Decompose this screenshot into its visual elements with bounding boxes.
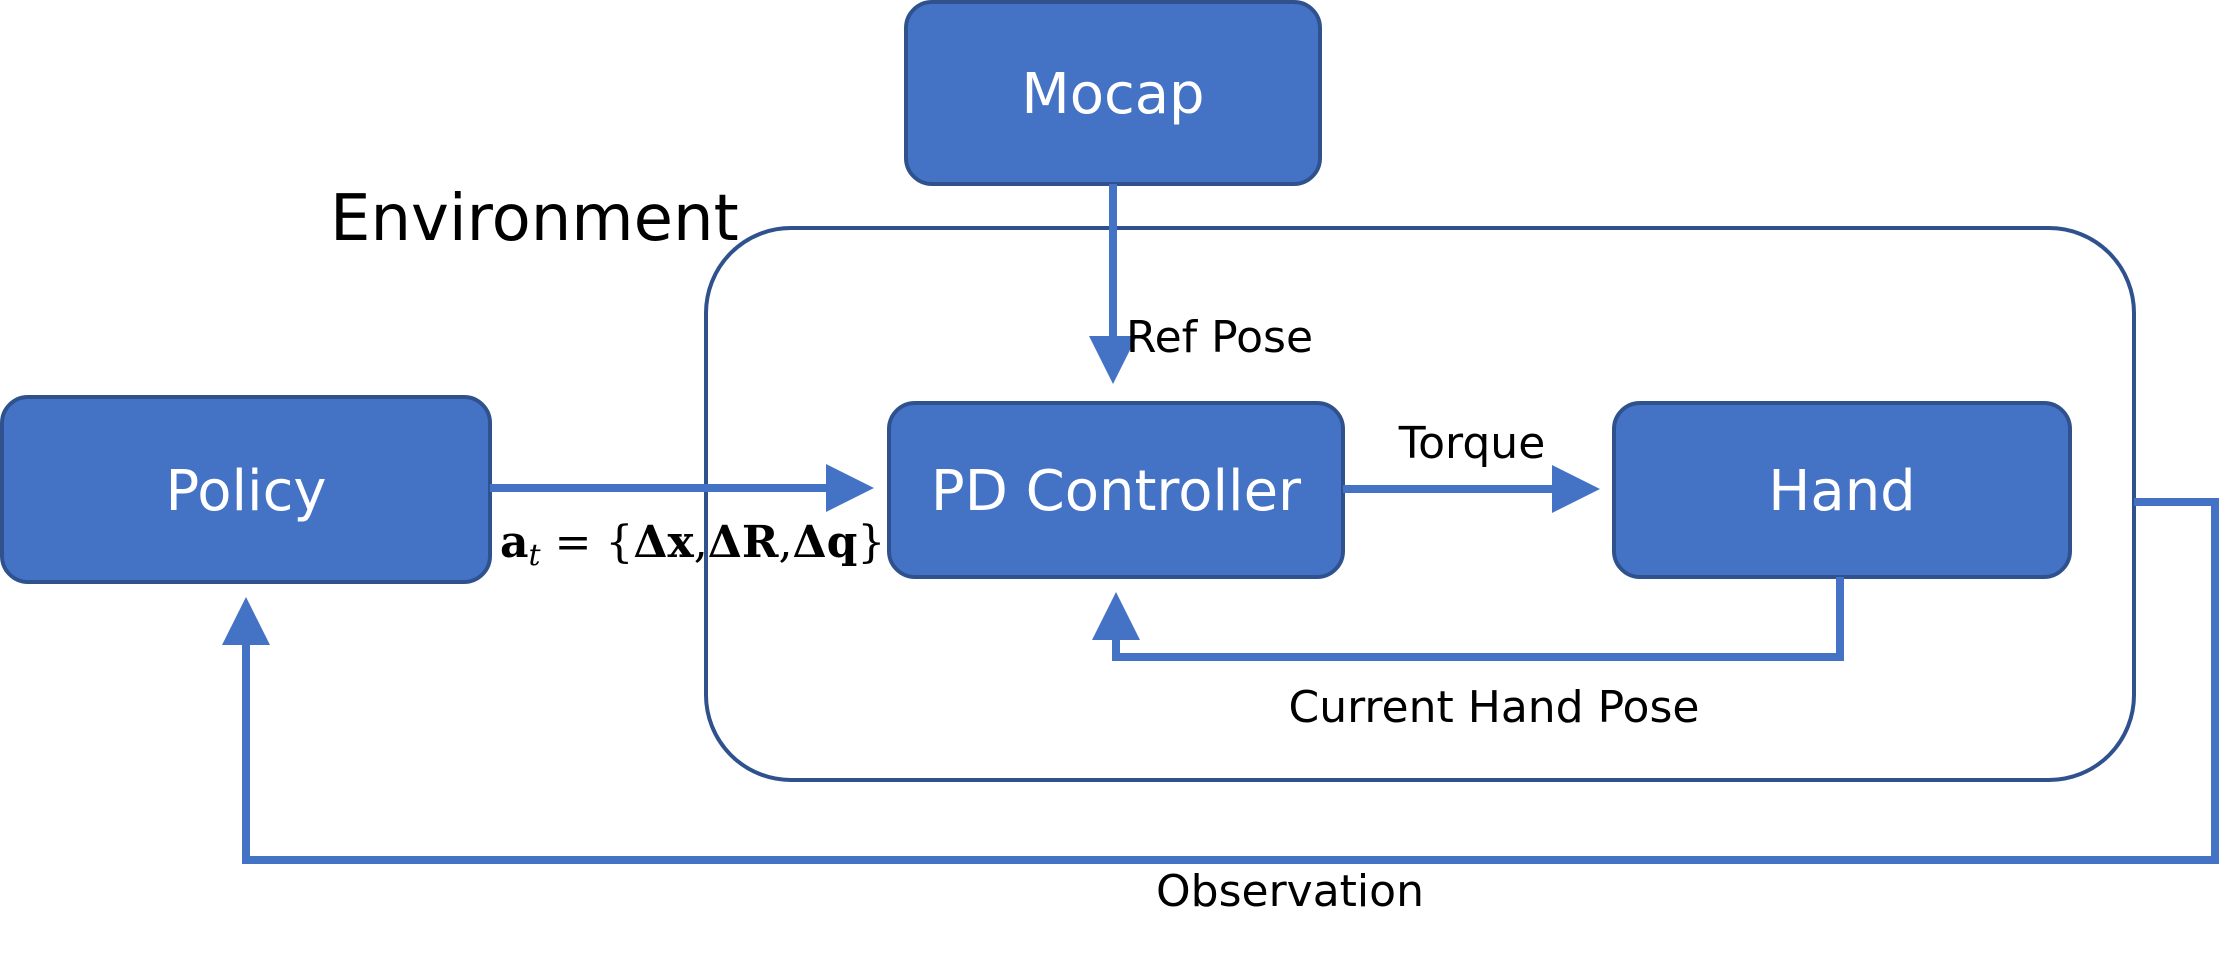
action-dq: Δq bbox=[793, 517, 858, 568]
hand-label: Hand bbox=[1768, 459, 1915, 524]
hand-node: Hand bbox=[1612, 401, 2072, 579]
pd-controller-label: PD Controller bbox=[931, 459, 1302, 524]
action-open-brace: { bbox=[605, 517, 633, 568]
mocap-node: Mocap bbox=[904, 0, 1322, 186]
policy-label: Policy bbox=[165, 459, 326, 524]
observation-arrow bbox=[222, 498, 2219, 864]
action-close-brace: } bbox=[857, 517, 885, 568]
current-hand-pose-label: Current Hand Pose bbox=[1289, 682, 1700, 733]
action-dx: Δx bbox=[633, 517, 694, 568]
action-dR: ΔR bbox=[708, 517, 779, 568]
action-subscript: t bbox=[529, 538, 542, 573]
observation-label: Observation bbox=[1156, 866, 1424, 917]
environment-label: Environment bbox=[330, 182, 739, 256]
current-hand-pose-arrow bbox=[1092, 577, 1844, 661]
action-formula: at = {Δx,ΔR,Δq} bbox=[500, 517, 885, 573]
action-equals: = bbox=[541, 517, 606, 568]
ref-pose-label: Ref Pose bbox=[1126, 312, 1313, 363]
action-symbol: a bbox=[500, 517, 529, 568]
action-comma-1: , bbox=[694, 517, 708, 568]
pd-controller-node: PD Controller bbox=[887, 401, 1345, 579]
policy-node: Policy bbox=[0, 395, 492, 584]
torque-label: Torque bbox=[1398, 418, 1546, 469]
action-comma-2: , bbox=[779, 517, 793, 568]
mocap-label: Mocap bbox=[1021, 62, 1204, 127]
